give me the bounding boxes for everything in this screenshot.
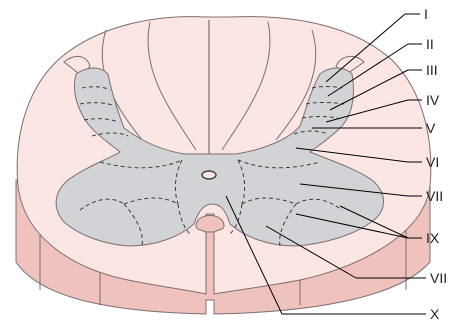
label-iii: III <box>426 62 438 78</box>
label-ix: IX <box>426 230 440 246</box>
label-x: X <box>430 306 440 322</box>
anterior-median-fissure <box>196 216 224 233</box>
label-vii-lower: VII <box>430 270 447 286</box>
lamina-labels: I II III IV V VI VII IX VII X <box>424 6 447 322</box>
central-canal <box>202 171 216 179</box>
label-v: V <box>426 120 436 136</box>
label-vi: VI <box>426 154 439 170</box>
label-iv: IV <box>426 92 440 108</box>
label-ii: II <box>426 36 434 52</box>
label-i: I <box>424 6 428 22</box>
label-vii-upper: VII <box>426 188 443 204</box>
